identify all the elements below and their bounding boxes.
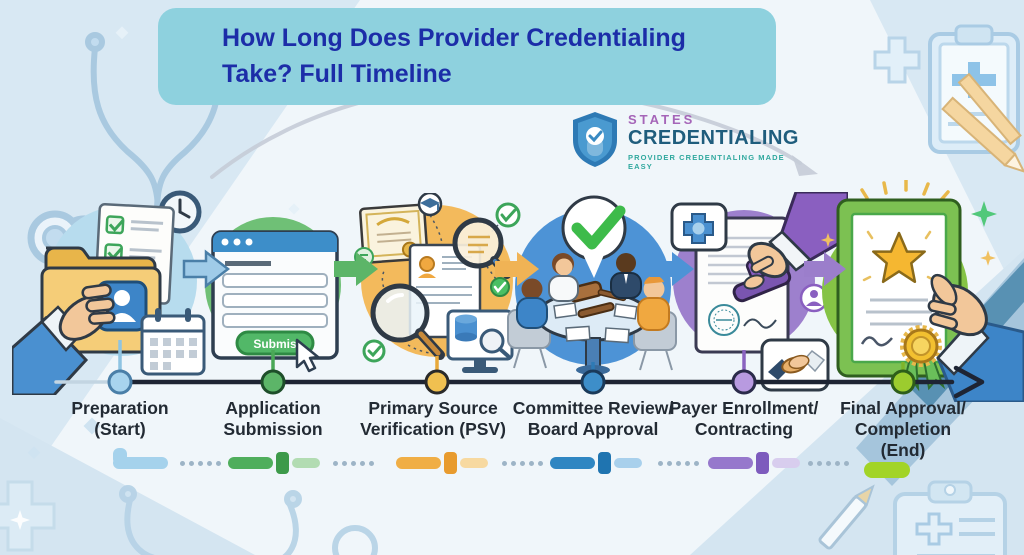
clipboard-icon	[893, 480, 1007, 555]
insurance-card-icon	[670, 202, 728, 252]
arrow-right-icon	[182, 249, 846, 289]
cursor-icon	[295, 338, 320, 373]
stage-application-illustration: Submis	[205, 217, 341, 373]
logo-name-bottom: CREDENTIALING	[628, 127, 799, 149]
timeline-dot-2	[260, 369, 286, 395]
submit-button: Submis	[235, 330, 315, 356]
timeline-dot-3	[424, 369, 450, 395]
stage-label-5: Payer Enrollment/Contracting	[669, 398, 819, 439]
brand-logo: STATES CREDENTIALING PROVIDER CREDENTIAL…	[570, 110, 800, 171]
browser-form-icon: Submis	[211, 230, 339, 360]
stage-label-6: Final Approval/Completion(End)	[840, 398, 966, 460]
stethoscope-icon	[119, 485, 378, 555]
pencil-icon	[941, 72, 1024, 174]
pencil-icon	[818, 484, 875, 550]
stamp-icon	[732, 192, 848, 303]
plus-icon	[873, 36, 921, 84]
person-top-right	[610, 253, 642, 299]
magnifier-icon	[370, 283, 445, 360]
progress-bar-6	[864, 462, 910, 478]
logo-name-top: STATES	[628, 112, 696, 127]
hand	[12, 283, 116, 395]
stage-committee-illustration	[507, 195, 677, 375]
graduation-cap-icon	[417, 193, 443, 217]
person-top-left	[548, 253, 579, 302]
approval-check-bubble	[561, 195, 627, 278]
progress-bar-2	[228, 457, 273, 469]
stage-payer-illustration	[670, 192, 848, 392]
handshake-icon	[760, 338, 830, 392]
timeline-dot-6	[890, 369, 916, 395]
progress-bar-5	[708, 457, 753, 469]
stage-label-4: Committee Review/Board Approval	[512, 398, 674, 439]
title-banner: How Long Does Provider Credentialing Tak…	[158, 8, 776, 105]
calendar-icon	[140, 308, 206, 376]
svg-text:Submis: Submis	[253, 337, 297, 351]
check-icon	[362, 202, 521, 363]
stage-label-1: Preparation(Start)	[71, 398, 169, 439]
page-title: How Long Does Provider Credentialing Tak…	[222, 24, 686, 88]
hand	[927, 273, 1024, 402]
timeline-arrowhead	[953, 365, 985, 399]
person-left	[516, 278, 548, 329]
plus-icon	[0, 480, 56, 552]
logo-tagline: PROVIDER CREDENTIALING MADE EASY	[628, 153, 785, 171]
progress-bar-3	[396, 457, 441, 469]
timeline-dot-1	[107, 369, 133, 395]
computer-database-icon	[446, 309, 514, 373]
timeline-dot-4	[580, 369, 606, 395]
sparkle-icon	[10, 510, 30, 530]
star-icon	[872, 231, 926, 284]
stage-psv-illustration	[354, 193, 521, 373]
shield-icon	[573, 112, 617, 167]
logo-text: STATES CREDENTIALING PROVIDER CREDENTIAL…	[628, 112, 800, 171]
sparkle-icon	[820, 232, 836, 248]
gavel-icon	[567, 280, 627, 319]
progress-bar-4	[550, 457, 595, 469]
person-right	[637, 275, 670, 331]
sparkle-icon	[971, 201, 997, 227]
stage-preparation-illustration	[12, 190, 206, 395]
timeline-dot-5	[731, 369, 757, 395]
sparkle-icon	[980, 250, 996, 266]
paper-icon	[553, 302, 638, 344]
